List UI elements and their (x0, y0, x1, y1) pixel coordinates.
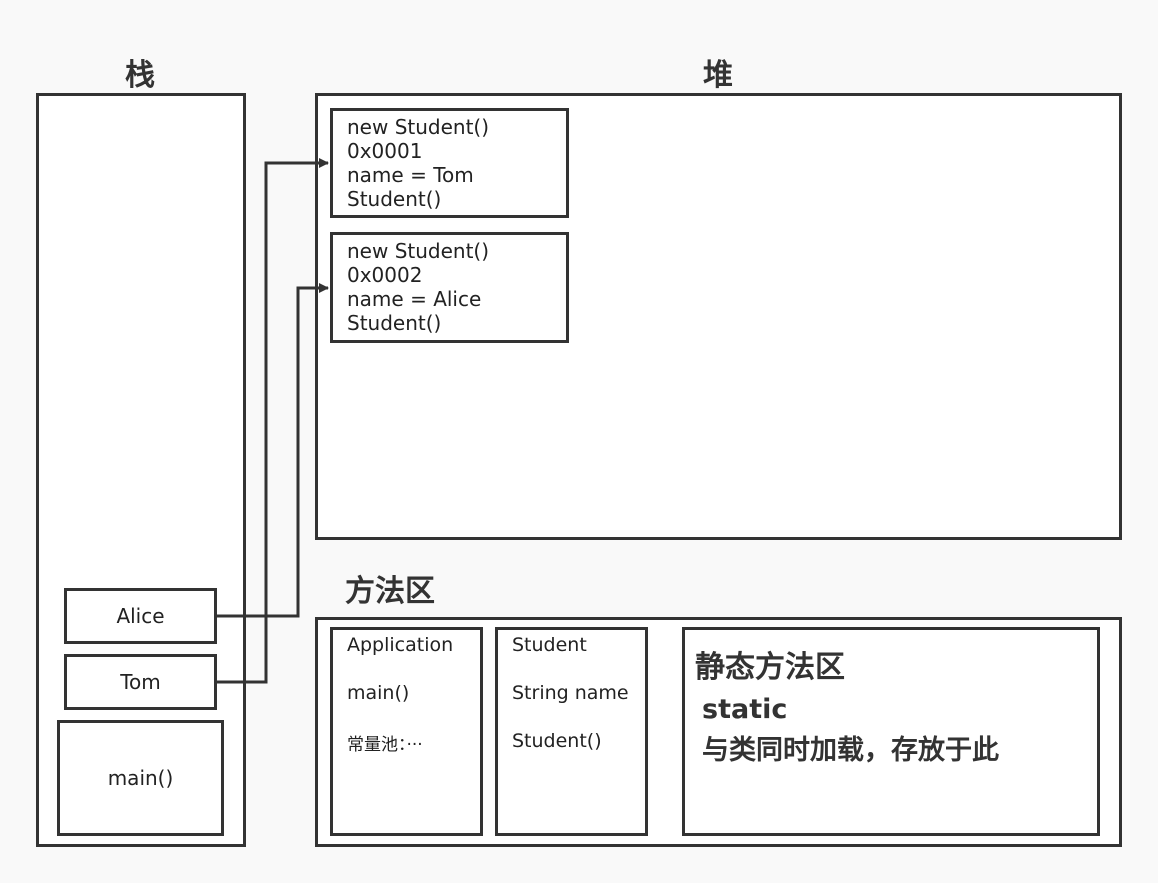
arrow-alice-to-object (217, 283, 329, 618)
static-method-area: 静态方法区 static 与类同时加载，存放于此 (682, 627, 1100, 836)
heap-object-tom-name: name = Tom (347, 163, 474, 187)
stack-frame-alice-label: Alice (116, 604, 165, 628)
stack-frame-main: main() (57, 720, 224, 836)
static-description: 与类同时加载，存放于此 (702, 735, 999, 766)
heap-object-alice-name: name = Alice (347, 287, 482, 311)
method-area-title: 方法区 (345, 574, 435, 609)
heap-object-alice: new Student() 0x0002 name = Alice Studen… (330, 232, 569, 343)
class-student-field: String name (512, 682, 629, 704)
class-application-main: main() (347, 682, 410, 704)
class-student: Student String name Student() (495, 627, 648, 836)
heap-object-tom-ctor: Student() (347, 187, 442, 211)
heap-object-tom: new Student() 0x0001 name = Tom Student(… (330, 108, 569, 218)
heap-object-alice-ctor: Student() (347, 311, 442, 335)
stack-frame-tom-label: Tom (120, 670, 161, 694)
heap-object-tom-address: new Student() 0x0001 (347, 115, 490, 163)
static-area-title: 静态方法区 (695, 650, 845, 685)
stack-title: 栈 (125, 58, 155, 93)
arrow-tom-to-object (217, 158, 329, 684)
class-student-ctor: Student() (512, 730, 602, 752)
class-application-constant-pool: 常量池：··· (347, 735, 423, 755)
stack-frame-alice: Alice (64, 588, 217, 644)
static-keyword: static (702, 694, 788, 725)
heap-title: 堆 (703, 58, 733, 93)
heap-object-alice-address: new Student() 0x0002 (347, 239, 490, 287)
stack-frame-main-label: main() (107, 766, 174, 790)
class-application-title: Application (347, 634, 454, 656)
stack-frame-tom: Tom (64, 654, 217, 710)
class-student-title: Student (512, 634, 587, 656)
class-application: Application main() 常量池：··· (330, 627, 483, 836)
